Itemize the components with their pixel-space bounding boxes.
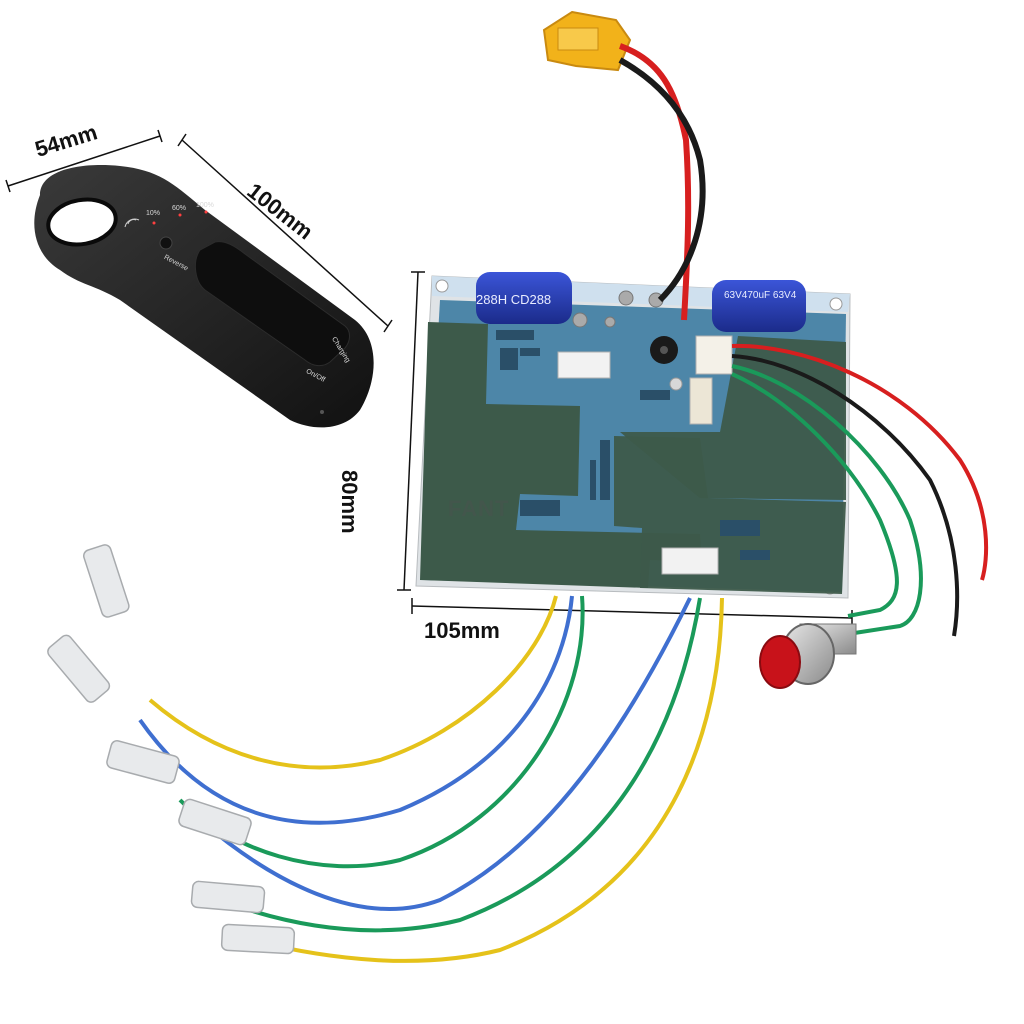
watermark: FANT (448, 496, 510, 521)
battery-level-60: 60% (172, 205, 187, 212)
push-button (759, 623, 857, 689)
remote-control (34, 165, 374, 428)
wifi-icon (124, 218, 140, 228)
dimension-lines (5, 129, 853, 626)
controller-board (415, 272, 851, 599)
capacitor-right-label: 63V470uF 63V4 (724, 290, 797, 301)
battery-level-100: 100% (196, 202, 214, 209)
capacitor-right (712, 280, 806, 332)
capacitor-left-label: 288H CD288 (476, 292, 552, 307)
battery-level-10: 10% (146, 210, 161, 217)
power-button-icon (159, 236, 173, 250)
bullet-terminals (47, 544, 296, 955)
motor-wires (138, 595, 724, 963)
capacitor-left (476, 272, 572, 324)
board-height-label: 80mm (337, 470, 362, 534)
power-connector (542, 10, 706, 321)
board-width-label: 105mm (424, 618, 500, 643)
signal-wires-right (731, 343, 989, 637)
